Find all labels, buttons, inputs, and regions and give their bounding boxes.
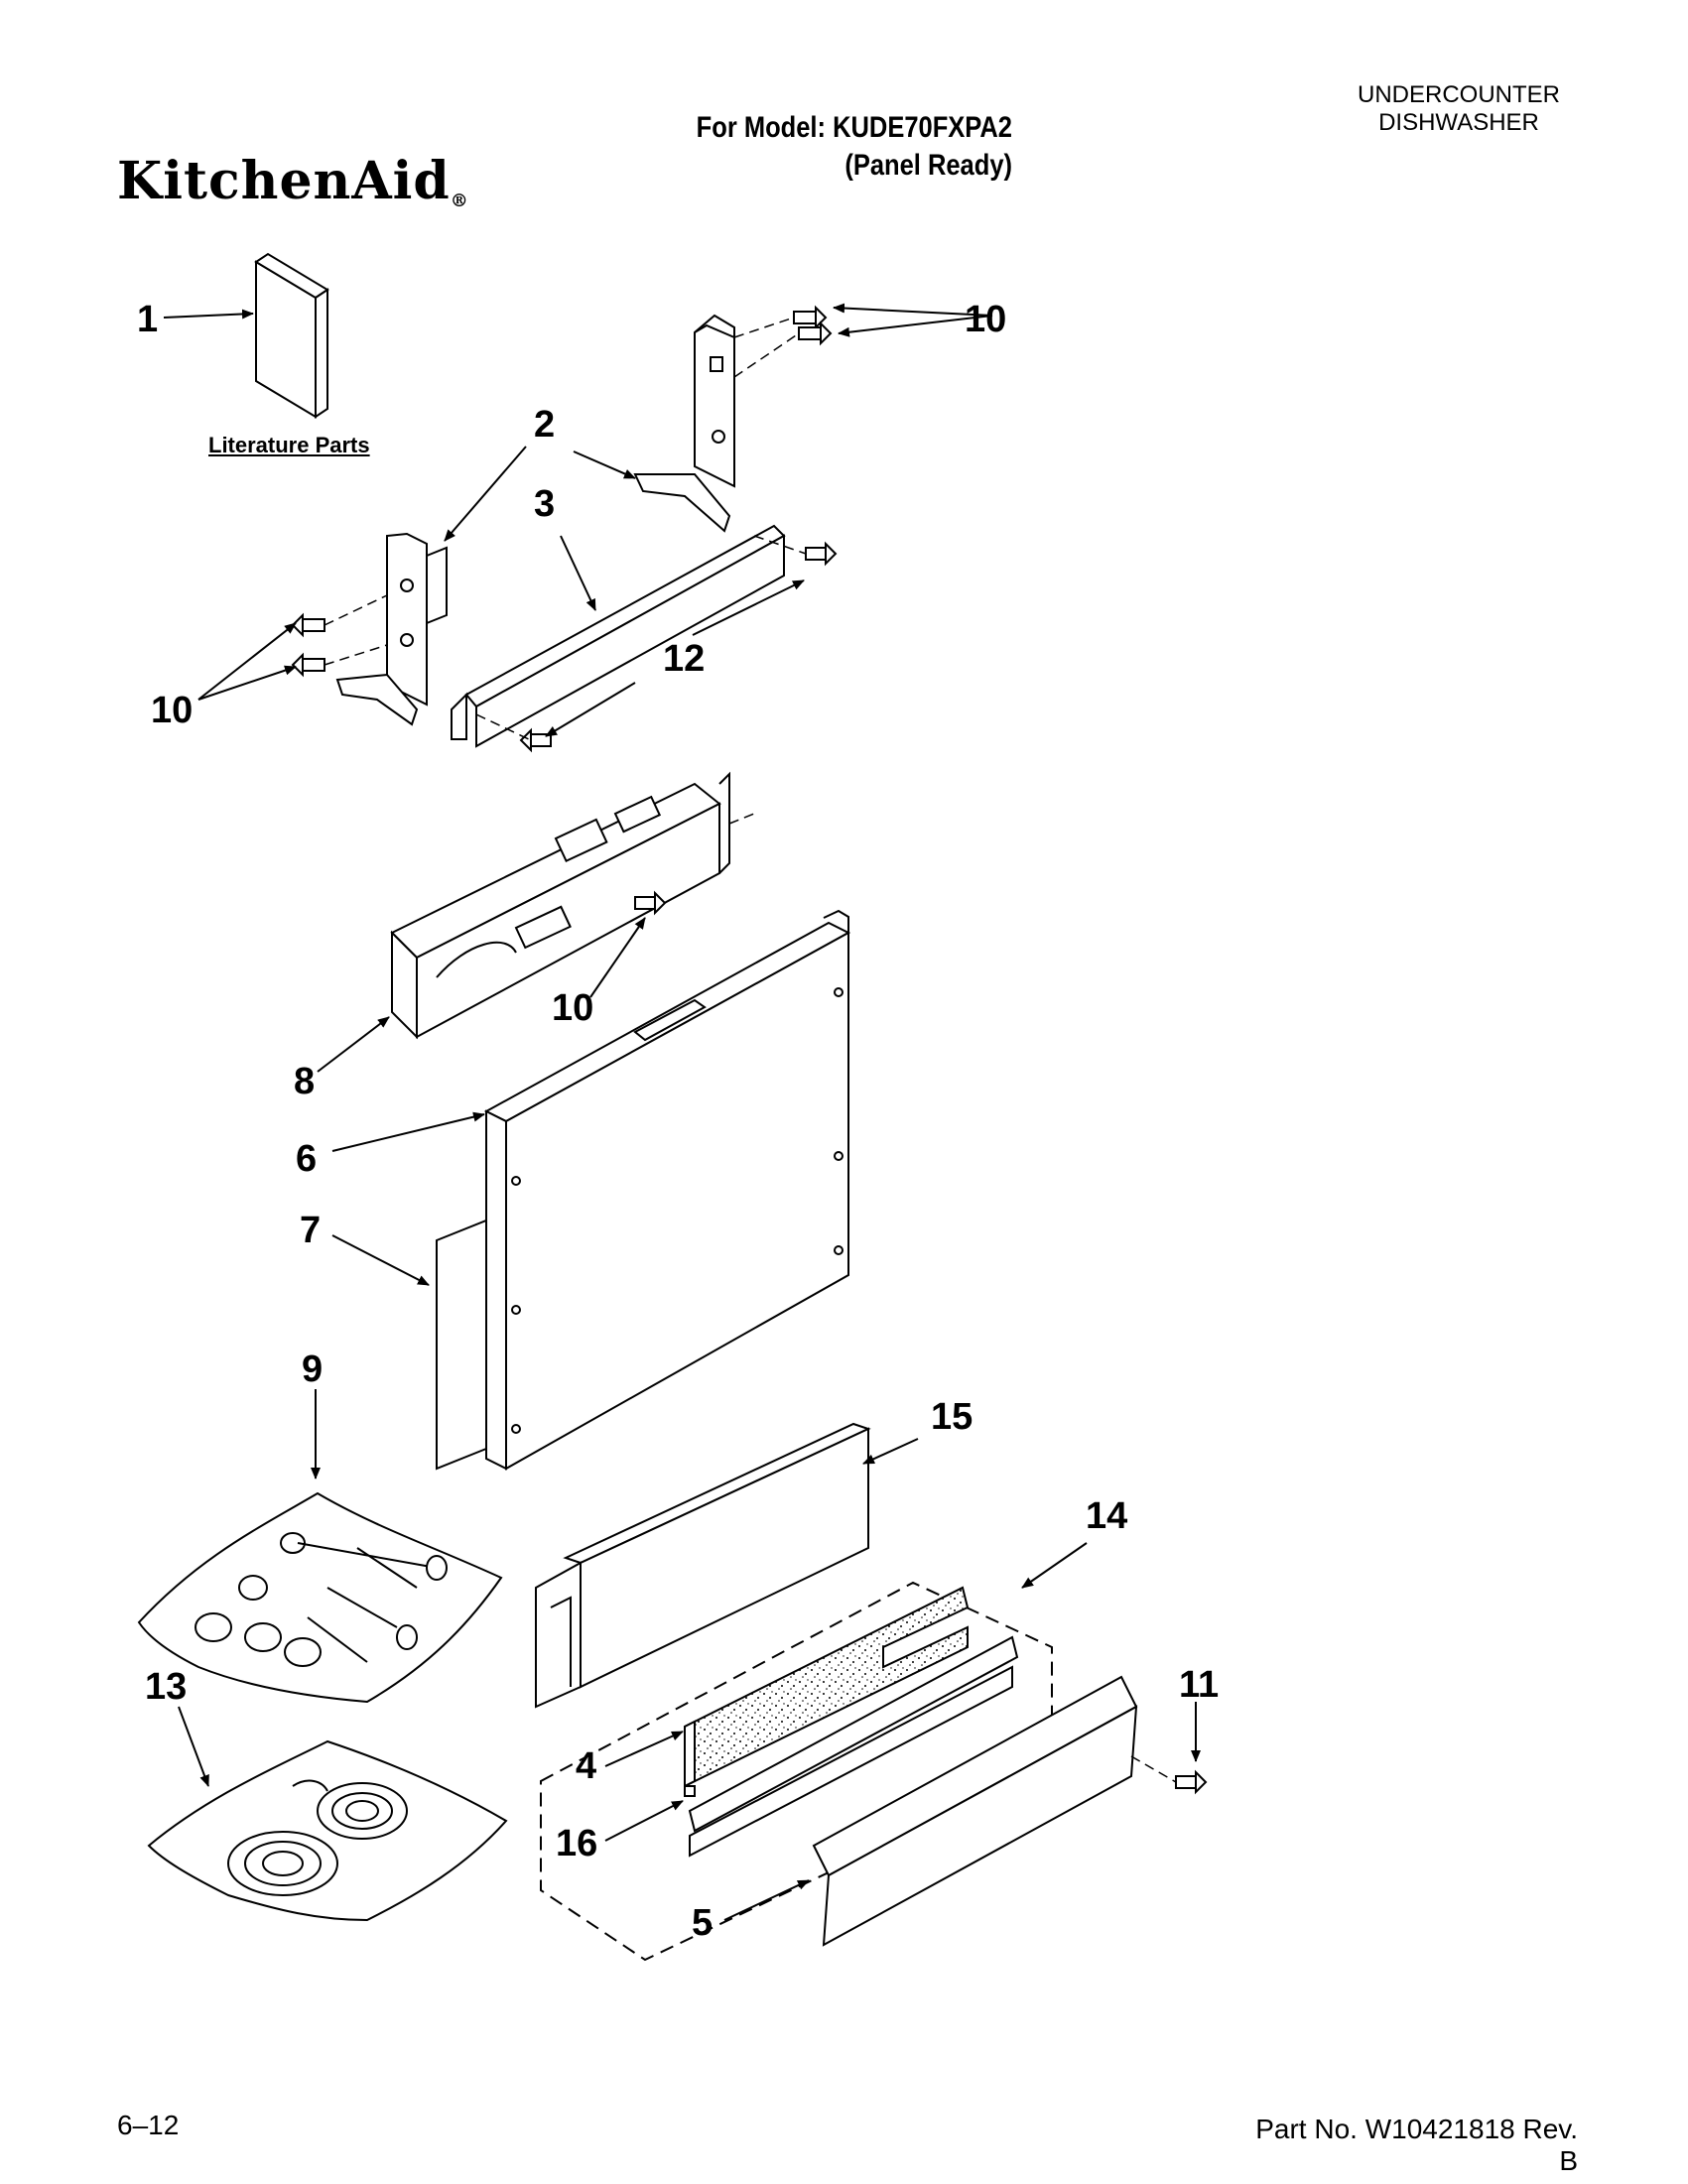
callout-5: 5 [692,1902,713,1944]
callout-1: 1 [137,299,158,340]
callout-2: 2 [534,404,555,446]
category-line-1: UNDERCOUNTER [1358,81,1560,108]
door-insulation [436,1219,487,1471]
callout-4: 4 [576,1745,596,1787]
brand-registered-mark: ® [450,191,469,211]
callout-14: 14 [1086,1495,1127,1537]
door-latch-assembly [390,771,730,1040]
callout-13: 13 [145,1666,187,1708]
literature-parts-label: Literature Parts [208,433,370,457]
part-number: Part No. W10421818 Rev. B [1255,2114,1578,2176]
variant-line: (Panel Ready) [844,149,1012,182]
alignment-lines [324,317,1177,1783]
callout-10-mid: 10 [552,987,593,1029]
screw-10-left-b [291,652,325,678]
screw-10-top-b [798,321,833,346]
brand-name: KitchenAid [117,151,451,211]
panel-trim [535,1422,871,1709]
callout-16: 16 [556,1823,597,1864]
callout-12: 12 [663,638,705,680]
screw-12-right [805,541,838,567]
callout-10-left: 10 [151,690,193,731]
screw-12-left [519,727,552,753]
door-brace-rail [451,524,786,748]
callout-3: 3 [534,483,555,525]
callout-7: 7 [300,1210,321,1251]
hardware-bag [137,1491,503,1704]
callout-6: 6 [296,1138,317,1180]
callout-11: 11 [1179,1664,1219,1706]
screw-11 [1175,1769,1208,1795]
brand-logo: KitchenAid® [117,151,469,211]
model-line: For Model: KUDE70FXPA2 [696,111,1012,144]
callout-9: 9 [302,1349,323,1390]
hinge-bracket-left [335,532,448,726]
tape-kit-bag [147,1739,508,1922]
kit-group-outline [540,1581,1053,1962]
kickplate [812,1675,1138,1947]
leader-arrows [163,303,1201,1921]
callout-15: 15 [931,1396,973,1438]
callout-8: 8 [294,1061,315,1102]
door-panel [483,909,851,1471]
screw-10-mid [634,890,667,916]
mounting-strip [684,1635,1019,1858]
insulation-strip [684,1586,970,1788]
literature-booklet [254,252,329,419]
page-number: 6–12 [117,2110,180,2140]
category-line-2: DISHWASHER [1378,109,1539,136]
screw-10-left-a [291,612,325,638]
appliance-category: UNDERCOUNTER DISHWASHER [1310,81,1608,137]
hinge-bracket-right [633,314,735,533]
callout-labels: 1 2 3 4 5 6 7 8 9 10 10 10 11 12 13 14 1… [137,299,1219,1944]
model-heading: For Model: KUDE70FXPA2 (Panel Ready) [624,109,1012,185]
callout-10-top: 10 [965,299,1006,340]
